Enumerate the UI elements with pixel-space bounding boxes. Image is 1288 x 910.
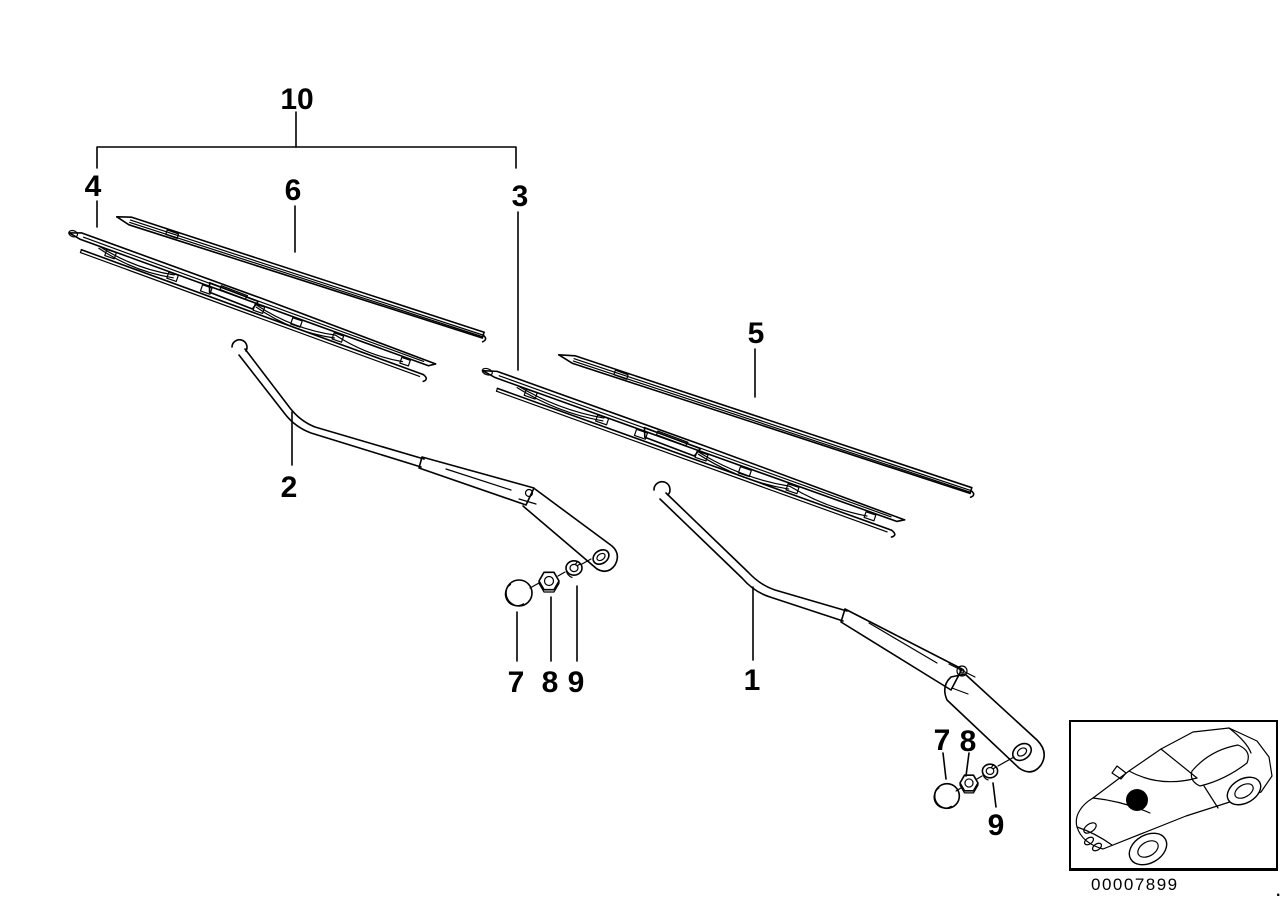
- wiper-refill-5-drawing: [554, 350, 978, 499]
- callout-8-left: 8: [541, 666, 559, 699]
- callout-9-right: 9: [987, 809, 1005, 842]
- washer-9-left-drawing: [565, 559, 583, 579]
- washer-9-right-drawing: [981, 763, 999, 781]
- callout-5: 5: [747, 317, 765, 350]
- wiper-blade-3-drawing: [472, 365, 909, 541]
- wiper-arm-1-drawing: [654, 482, 1044, 772]
- cap-7-left-drawing: [504, 579, 533, 607]
- car-outline: [1076, 728, 1272, 871]
- callout-10: 10: [280, 83, 314, 116]
- callout-7-right: 7: [933, 724, 951, 757]
- callout-7-left: 7: [507, 666, 525, 699]
- car-location-inset: [1069, 721, 1278, 871]
- callout-4: 4: [84, 170, 102, 203]
- car-location-dot: [1126, 789, 1148, 811]
- callout-6: 6: [284, 174, 302, 207]
- callout-9-left: 9: [567, 666, 585, 699]
- nut-8-left-drawing: [538, 571, 560, 593]
- callout-8-right: 8: [959, 725, 977, 758]
- nut-8-right-drawing: [959, 774, 979, 794]
- callout-3: 3: [511, 180, 529, 213]
- corner-period-mark: .: [1276, 883, 1281, 900]
- drawing-number: 00007899: [1091, 875, 1179, 894]
- callout-1: 1: [743, 664, 761, 697]
- wiper-arm-2-drawing: [232, 340, 617, 571]
- cap-7-right-drawing: [933, 782, 961, 810]
- callout-bracket-10: [97, 112, 516, 168]
- callout-2: 2: [280, 471, 298, 504]
